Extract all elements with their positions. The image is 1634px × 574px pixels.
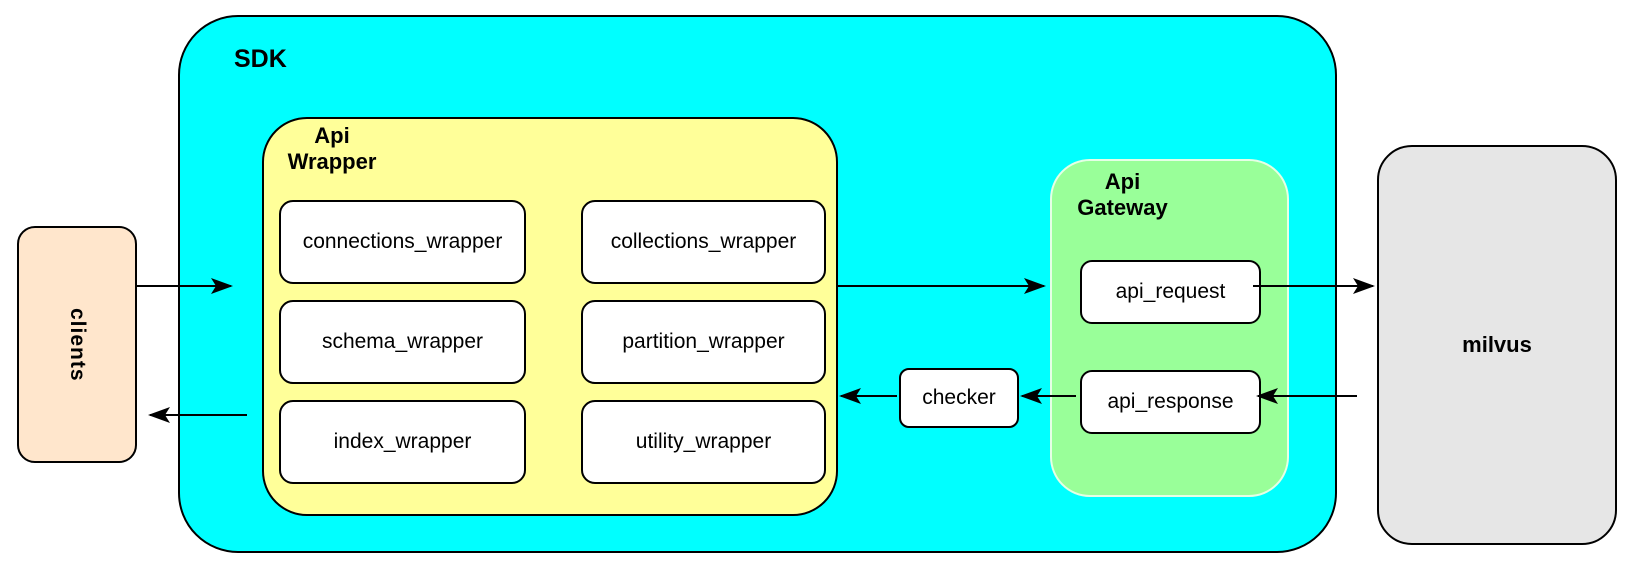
node-milvus: milvus bbox=[1377, 145, 1617, 545]
node-label: milvus bbox=[1462, 332, 1532, 357]
sdk-container: SDK Api Wrapper connections_wrapper coll… bbox=[178, 15, 1337, 553]
node-label: checker bbox=[922, 386, 996, 409]
node-connections-wrapper: connections_wrapper bbox=[279, 200, 526, 284]
node-label: utility_wrapper bbox=[635, 430, 772, 453]
api-wrapper-group: Api Wrapper connections_wrapper collecti… bbox=[262, 117, 838, 516]
node-label: collections_wrapper bbox=[610, 230, 797, 253]
api-gateway-group: Api Gateway api_request api_response bbox=[1050, 159, 1289, 497]
node-clients: clients bbox=[17, 226, 137, 463]
api-wrapper-label: Api Wrapper bbox=[287, 123, 377, 175]
node-checker: checker bbox=[899, 368, 1019, 428]
node-collections-wrapper: collections_wrapper bbox=[581, 200, 826, 284]
node-label: index_wrapper bbox=[333, 430, 472, 453]
api-gateway-label: Api Gateway bbox=[1077, 169, 1168, 221]
node-partition-wrapper: partition_wrapper bbox=[581, 300, 826, 384]
node-index-wrapper: index_wrapper bbox=[279, 400, 526, 484]
node-label: connections_wrapper bbox=[302, 230, 503, 253]
node-utility-wrapper: utility_wrapper bbox=[581, 400, 826, 484]
node-api-response: api_response bbox=[1080, 370, 1261, 434]
node-label: partition_wrapper bbox=[622, 330, 785, 353]
sdk-label: SDK bbox=[234, 45, 287, 73]
node-label: schema_wrapper bbox=[321, 330, 484, 353]
node-label: clients bbox=[66, 307, 89, 382]
node-api-request: api_request bbox=[1080, 260, 1261, 324]
node-schema-wrapper: schema_wrapper bbox=[279, 300, 526, 384]
node-label: api_response bbox=[1107, 390, 1234, 413]
node-label: api_request bbox=[1115, 280, 1226, 303]
